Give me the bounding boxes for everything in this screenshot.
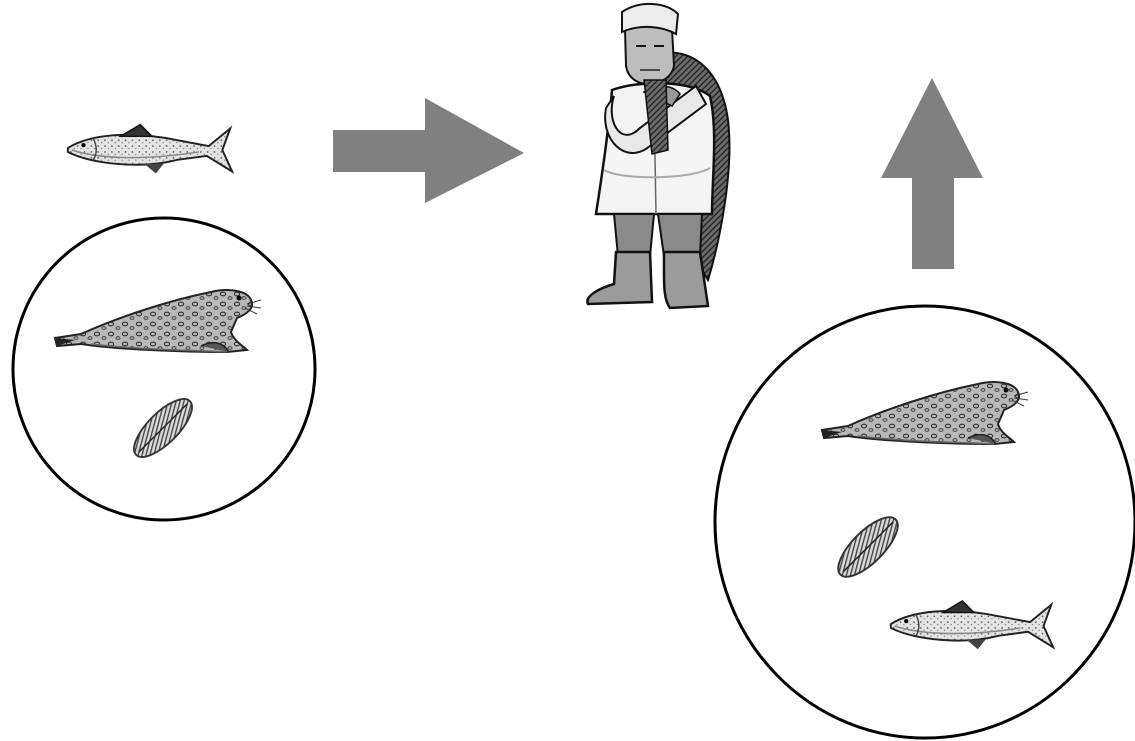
fish-icon (68, 125, 232, 174)
fish-icon (891, 601, 1053, 649)
group-right (715, 306, 1135, 738)
arrow-up-icon (881, 78, 983, 269)
seal-icon (55, 290, 261, 352)
arrow-right-icon (333, 98, 524, 203)
group-right-outline (715, 306, 1135, 738)
diatom-icon (125, 390, 200, 465)
group-left-outline (13, 218, 315, 520)
diatom-icon (829, 508, 906, 585)
group-left (13, 218, 315, 520)
seal-icon (822, 382, 1028, 444)
fisherman-icon (587, 4, 729, 308)
